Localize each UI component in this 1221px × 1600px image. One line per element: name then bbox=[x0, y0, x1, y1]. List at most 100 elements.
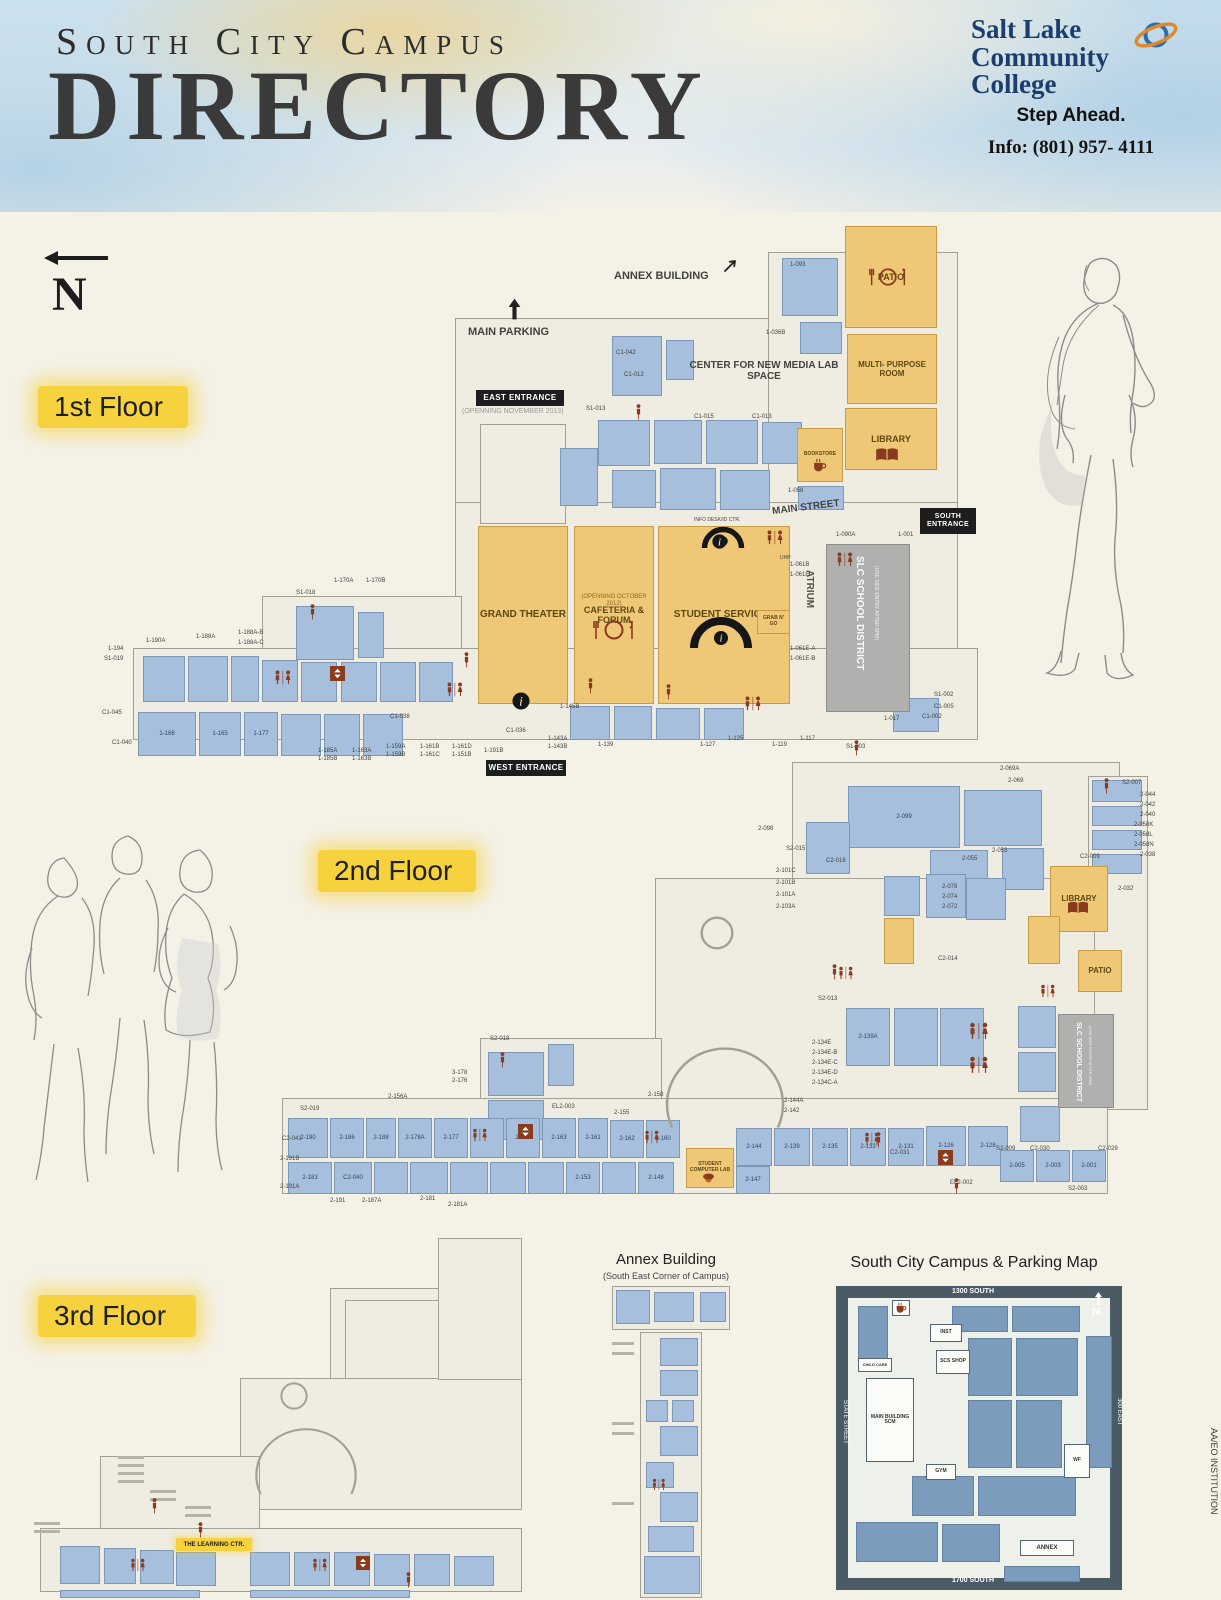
floor2-label: 2-038 bbox=[1140, 852, 1156, 858]
floor1-room bbox=[324, 714, 360, 756]
floor2-room bbox=[1092, 780, 1142, 802]
floor1-room bbox=[231, 656, 259, 702]
floor2-room bbox=[806, 822, 850, 874]
annex-room bbox=[672, 1400, 694, 1422]
floor1-label: 1-163B bbox=[352, 756, 372, 762]
svg-text:i: i bbox=[519, 695, 523, 709]
floor3-floor-area bbox=[438, 1238, 522, 1380]
floor1-label: S1-019 bbox=[104, 656, 124, 662]
floor2-label: 2-072 bbox=[942, 904, 958, 910]
floor2-label: S2-015 bbox=[786, 846, 806, 852]
floor1-label: C1-012 bbox=[624, 372, 644, 378]
floor3-room bbox=[104, 1548, 136, 1584]
annex-title: Annex Building bbox=[615, 1251, 717, 1268]
floor2-room bbox=[926, 874, 966, 918]
grand-theater-room: GRAND THEATER bbox=[478, 526, 568, 704]
annex-room bbox=[646, 1400, 668, 1422]
floor2-label: 2-155 bbox=[614, 1110, 630, 1116]
floor1-label: 1-161B bbox=[420, 744, 440, 750]
floor2-feature-room bbox=[1028, 916, 1060, 964]
floor2-label: EL2-002 bbox=[950, 1180, 973, 1186]
annex-room bbox=[660, 1370, 698, 1396]
floor2-room bbox=[894, 1008, 938, 1066]
floor2-seating-arc bbox=[662, 1008, 788, 1130]
east-entrance-label: EAST ENTRANCE bbox=[476, 390, 564, 406]
floor1-room bbox=[782, 258, 838, 316]
floor1-room bbox=[358, 612, 384, 658]
parking-parking-lot bbox=[1086, 1336, 1112, 1468]
floor1-stairs-icon bbox=[308, 604, 317, 620]
floor2-room bbox=[490, 1162, 526, 1194]
floor3-room bbox=[140, 1550, 174, 1584]
floor2-room bbox=[548, 1044, 574, 1086]
floor1-label: 1-139 bbox=[598, 742, 614, 748]
header: South City Campus DIRECTORY Salt Lake Co… bbox=[0, 0, 1221, 212]
cafeteria-room: CAFETERIA & FORUM bbox=[574, 526, 654, 704]
floor3-elevator-icon bbox=[356, 1556, 370, 1570]
floor3-floor-area bbox=[240, 1378, 522, 1510]
floor3-stairs-icon bbox=[404, 1572, 413, 1588]
floor1-label: 1st Floor bbox=[38, 386, 188, 428]
floor2-room bbox=[1018, 1006, 1056, 1048]
floor1-room bbox=[798, 486, 844, 510]
floor1-label: C1-040 bbox=[112, 740, 132, 746]
floor2-room bbox=[1002, 848, 1044, 890]
floor1-label: 1-151B bbox=[452, 752, 472, 758]
floor2-label: S2-003 bbox=[1068, 1186, 1088, 1192]
floor2-label: 2-187A bbox=[362, 1198, 382, 1204]
floor2-label: 2-044 bbox=[1140, 792, 1156, 798]
floor1-label: 1-117 bbox=[800, 736, 815, 742]
floor1-label: 1-058 bbox=[788, 488, 804, 494]
floor3-illegible-text bbox=[34, 1522, 60, 1525]
floor1-room bbox=[380, 662, 416, 702]
floor2-room: 2-003 bbox=[1036, 1150, 1070, 1182]
floor1-label: C1-015 bbox=[694, 414, 714, 420]
floor1-label: 1-127 bbox=[700, 742, 716, 748]
floor1-room bbox=[720, 470, 770, 510]
floor2-room bbox=[1020, 1106, 1060, 1142]
floor2-elevator-icon bbox=[518, 1124, 533, 1139]
parking-parking-lot bbox=[1016, 1338, 1078, 1396]
floor2-room: 2-148 bbox=[638, 1162, 674, 1194]
floor2-label: 2-191A bbox=[280, 1184, 300, 1190]
floor2-label: 2-181 bbox=[420, 1196, 436, 1202]
floor1-room bbox=[570, 706, 610, 740]
learning-center-label: THE LEARNING CTR. bbox=[176, 1538, 252, 1551]
floor2-restroom-icon bbox=[836, 966, 856, 980]
floor1-label: UHP bbox=[780, 555, 791, 561]
floor1-restroom-icon bbox=[764, 530, 786, 545]
floor2-label: 2-134E-C bbox=[812, 1060, 838, 1066]
floor1-room bbox=[654, 420, 702, 464]
floor1-room bbox=[363, 714, 403, 756]
floor2-label: 2-134E bbox=[812, 1040, 832, 1046]
floor2-label: 2-058L bbox=[1134, 832, 1153, 838]
floor2-label: 2-158 bbox=[648, 1092, 664, 1098]
floor2-label: C2-009 bbox=[1080, 854, 1100, 860]
floor2-label: EL2-003 bbox=[552, 1104, 575, 1110]
floor1-dining-icon bbox=[868, 266, 908, 288]
parking-parking-lot bbox=[978, 1476, 1076, 1516]
floor1-label: 1-093 bbox=[790, 262, 806, 268]
floor2-label: 2-098 bbox=[758, 826, 774, 832]
floor1-dining-icon bbox=[592, 618, 636, 642]
parking-parking-lot bbox=[858, 1306, 888, 1368]
floor1-room bbox=[419, 662, 453, 702]
floor2-label: 2-144A bbox=[784, 1098, 804, 1104]
floor3-stage-outline bbox=[280, 1382, 308, 1410]
floor2-label: 2-142 bbox=[784, 1108, 800, 1114]
annex-illegible-text bbox=[612, 1502, 634, 1505]
floor1-label: 1-001 bbox=[898, 532, 914, 538]
floor1-label: INFO DESK/ID CTR. bbox=[694, 517, 741, 523]
floor1-label: 1-170A bbox=[334, 578, 354, 584]
parking-building: INST bbox=[930, 1324, 962, 1342]
floor3-illegible-text bbox=[118, 1464, 144, 1467]
floor3-illegible-text bbox=[150, 1498, 176, 1501]
floor2-restroom-icon bbox=[470, 1128, 490, 1142]
floor3-illegible-text bbox=[118, 1480, 144, 1483]
floor2-label: C2-016 bbox=[826, 858, 846, 864]
floor1-cafe-icon bbox=[812, 458, 827, 473]
floor1-label: 1-188A-C bbox=[238, 640, 264, 646]
floor2-room bbox=[528, 1162, 564, 1194]
patio-room: PATIO bbox=[845, 226, 937, 328]
floor3-room bbox=[294, 1552, 330, 1586]
